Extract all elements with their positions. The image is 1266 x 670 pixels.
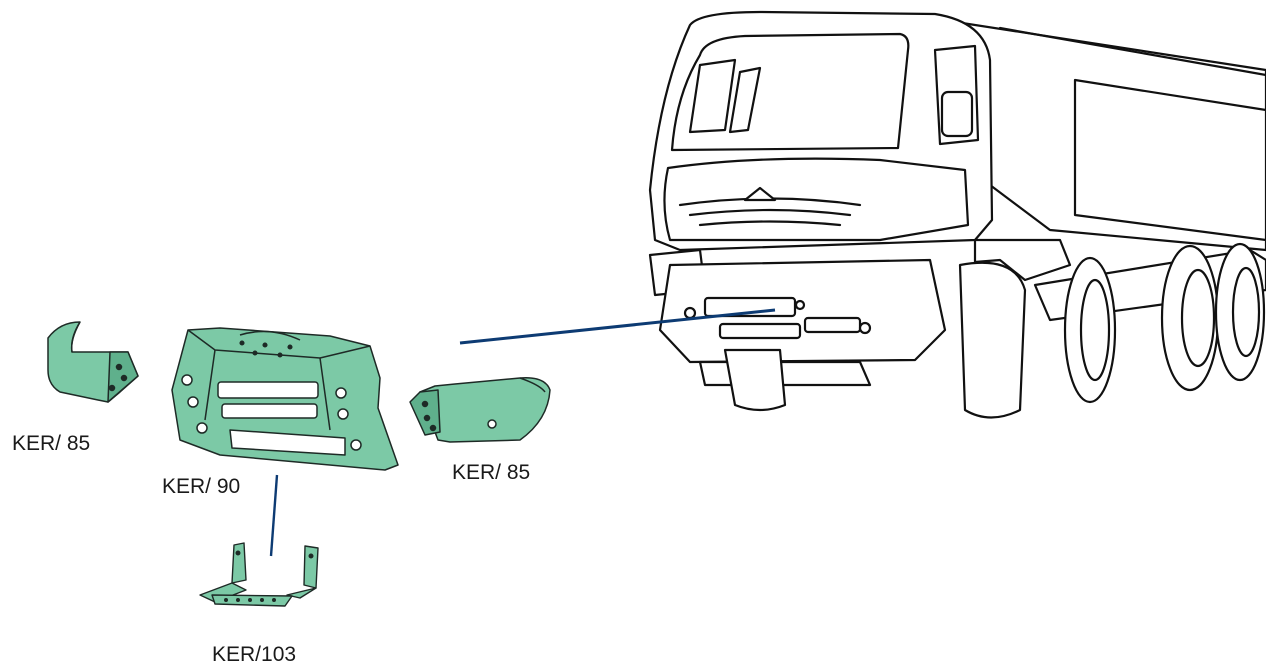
step-bracket-part [200,543,318,606]
left-corner-part [48,322,138,402]
label-center-bumper: KER/ 90 [162,475,240,499]
right-corner-part [410,378,550,442]
center-bumper-part [172,328,398,470]
label-right-corner: KER/ 85 [452,461,530,485]
label-left-corner: KER/ 85 [12,432,90,456]
truck-illustration [650,12,1266,418]
leader-line-to-bracket [271,475,277,556]
label-step-bracket: KER/103 [212,643,296,667]
